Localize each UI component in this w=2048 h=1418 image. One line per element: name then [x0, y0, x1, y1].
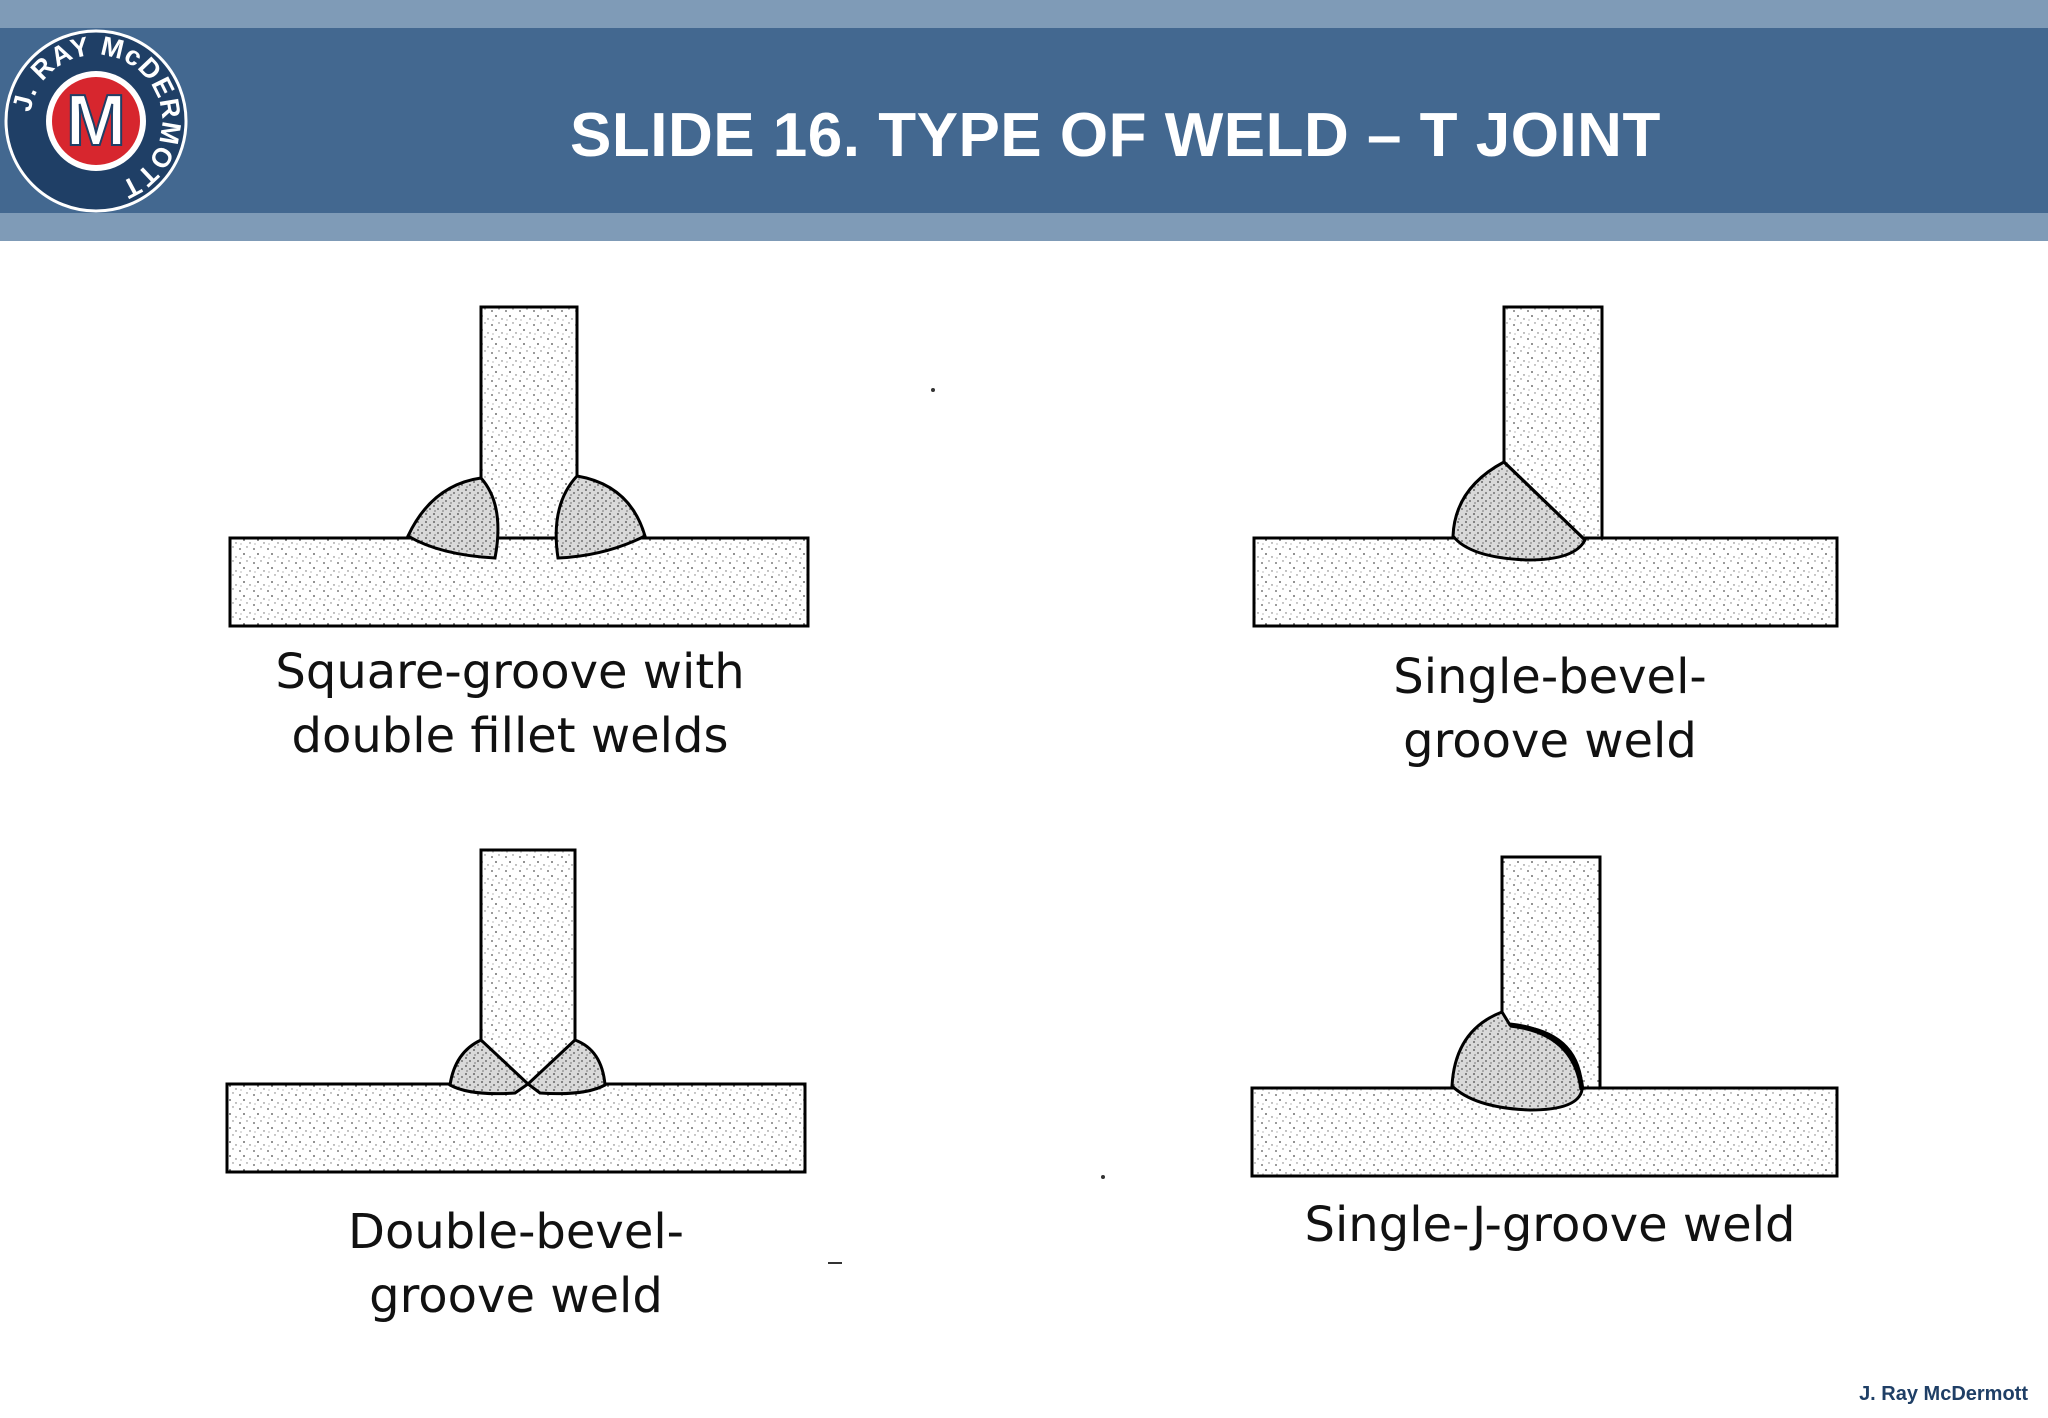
footer-brand: J. Ray McDermott: [1859, 1383, 2028, 1405]
bevel-weld-left: [448, 1038, 531, 1096]
base-plate: [225, 1082, 807, 1174]
caption-line: Single-J-groove weld: [1304, 1197, 1796, 1253]
stem-plate: [479, 848, 577, 1086]
header-band: [0, 28, 2048, 213]
caption-line: Double-bevel-: [348, 1204, 684, 1260]
caption-line: groove weld: [369, 1268, 663, 1324]
caption-line: Single-bevel-: [1393, 649, 1707, 705]
caption-double-bevel: Double-bevel- groove weld: [236, 1200, 796, 1328]
caption-single-bevel: Single-bevel- groove weld: [1270, 645, 1830, 773]
header-bottom-stripe: [0, 213, 2048, 241]
panel-double-bevel-groove: [225, 848, 807, 1174]
logo-letter: M: [66, 81, 126, 161]
mcdermott-logo-icon: J. RAY McDERMOTT M: [4, 29, 188, 213]
scan-speck: [1101, 1175, 1105, 1179]
bevel-groove-weld: [1451, 460, 1587, 562]
caption-line: groove weld: [1403, 713, 1697, 769]
fillet-weld-right: [554, 474, 647, 560]
caption-single-j: Single-J-groove weld: [1260, 1193, 1840, 1257]
caption-line: Square-groove with: [275, 644, 745, 700]
scan-speck: [931, 388, 935, 392]
base-plate: [228, 536, 810, 628]
slide-title: SLIDE 16. TYPE OF WELD – T JOINT: [570, 101, 1661, 170]
fillet-weld-left: [406, 476, 500, 560]
caption-square-groove: Square-groove with double fillet welds: [230, 640, 790, 768]
panel-single-bevel-groove: [1252, 305, 1839, 628]
panel-square-groove-double-fillet: [228, 305, 810, 628]
caption-line: double fillet welds: [291, 708, 729, 764]
header-top-stripe: [0, 0, 2048, 28]
panel-single-j-groove: [1250, 855, 1839, 1178]
bevel-weld-right: [525, 1038, 607, 1096]
